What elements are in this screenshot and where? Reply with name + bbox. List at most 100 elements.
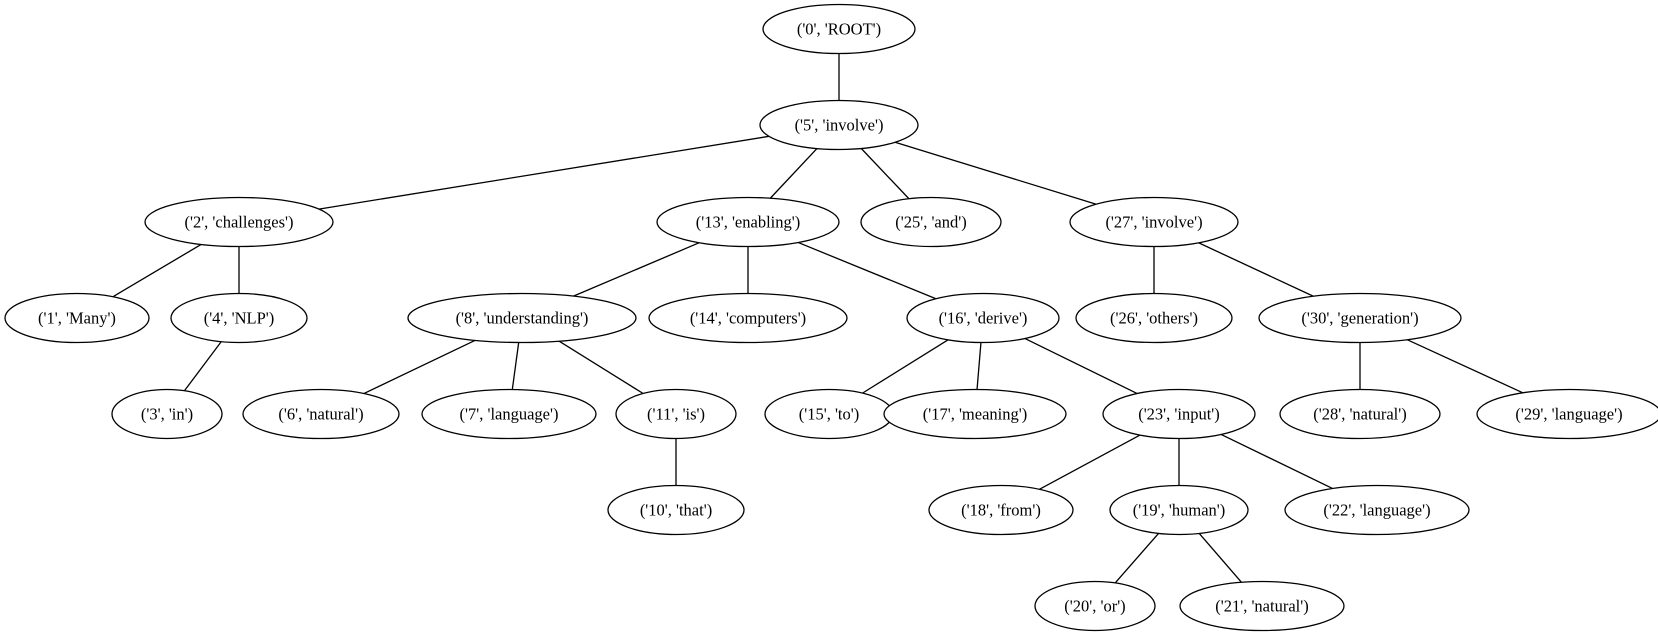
- node-ellipse: [1179, 580, 1345, 632]
- edge-16-17: [976, 342, 982, 390]
- tree-node-6: ('6', 'natural'): [242, 388, 400, 440]
- tree-node-26: ('26', 'others'): [1075, 292, 1233, 344]
- edge-5-2: [318, 135, 770, 210]
- node-label: ('2', 'challenges'): [184, 213, 293, 232]
- node-label: ('17', 'meaning'): [923, 405, 1027, 424]
- node-label: ('3', 'in'): [141, 405, 193, 424]
- node-ellipse: [421, 388, 597, 440]
- edge-23-22: [1220, 433, 1333, 490]
- node-label: ('11', 'is'): [647, 405, 705, 424]
- node-ellipse: [1102, 388, 1256, 440]
- tree-node-5: ('5', 'involve'): [759, 99, 919, 151]
- edge-16-15: [862, 339, 949, 394]
- tree-node-2: ('2', 'challenges'): [144, 196, 334, 248]
- node-label: ('15', 'to'): [799, 405, 859, 424]
- tree-node-8: ('8', 'understanding'): [407, 292, 637, 344]
- edges-layer: [112, 53, 1524, 584]
- node-label: ('7', 'language'): [460, 405, 559, 424]
- edge-5-13: [769, 148, 818, 199]
- node-label: ('10', 'that'): [640, 501, 712, 520]
- node-ellipse: [615, 388, 737, 440]
- node-ellipse: [1258, 292, 1462, 344]
- node-ellipse: [860, 196, 1002, 248]
- node-ellipse: [407, 292, 637, 344]
- tree-node-4: ('4', 'NLP'): [170, 292, 308, 344]
- node-ellipse: [906, 292, 1060, 344]
- edge-13-8: [573, 242, 700, 297]
- tree-node-22: ('22', 'language'): [1284, 484, 1470, 536]
- edge-27-30: [1198, 242, 1314, 297]
- node-label: ('30', 'generation'): [1301, 309, 1418, 328]
- node-label: ('5', 'involve'): [795, 116, 884, 135]
- tree-node-18: ('18', 'from'): [928, 484, 1074, 536]
- tree-node-30: ('30', 'generation'): [1258, 292, 1462, 344]
- node-label: ('21', 'natural'): [1215, 597, 1308, 616]
- node-ellipse: [1069, 196, 1239, 248]
- tree-node-29: ('29', 'language'): [1476, 388, 1658, 440]
- tree-node-11: ('11', 'is'): [615, 388, 737, 440]
- edge-2-1: [112, 243, 202, 298]
- node-label: ('0', 'ROOT'): [797, 20, 881, 39]
- tree-node-27: ('27', 'involve'): [1069, 196, 1239, 248]
- node-label: ('6', 'natural'): [278, 405, 363, 424]
- edge-30-29: [1406, 339, 1524, 394]
- tree-node-7: ('7', 'language'): [421, 388, 597, 440]
- node-ellipse: [170, 292, 308, 344]
- node-ellipse: [759, 99, 919, 151]
- tree-node-1: ('1', 'Many'): [4, 292, 150, 344]
- tree-node-14: ('14', 'computers'): [648, 292, 848, 344]
- node-label: ('23', 'input'): [1138, 405, 1220, 424]
- edge-5-27: [894, 141, 1097, 205]
- node-ellipse: [144, 196, 334, 248]
- tree-node-28: ('28', 'natural'): [1279, 388, 1441, 440]
- node-label: ('28', 'natural'): [1313, 405, 1406, 424]
- node-ellipse: [648, 292, 848, 344]
- node-label: ('8', 'understanding'): [456, 309, 589, 328]
- edge-8-6: [363, 339, 476, 395]
- node-ellipse: [762, 3, 916, 55]
- tree-node-25: ('25', 'and'): [860, 196, 1002, 248]
- edge-8-11: [558, 340, 644, 395]
- tree-node-17: ('17', 'meaning'): [883, 388, 1067, 440]
- node-ellipse: [242, 388, 400, 440]
- node-label: ('27', 'involve'): [1105, 213, 1202, 232]
- tree-node-19: ('19', 'human'): [1109, 484, 1249, 536]
- node-ellipse: [928, 484, 1074, 536]
- tree-node-21: ('21', 'natural'): [1179, 580, 1345, 632]
- node-label: ('25', 'and'): [895, 213, 966, 232]
- node-ellipse: [883, 388, 1067, 440]
- edge-19-21: [1198, 532, 1242, 583]
- node-ellipse: [1075, 292, 1233, 344]
- edge-5-25: [860, 148, 910, 200]
- node-label: ('19', 'human'): [1133, 501, 1226, 520]
- node-ellipse: [1109, 484, 1249, 536]
- node-ellipse: [1034, 580, 1156, 632]
- tree-node-23: ('23', 'input'): [1102, 388, 1256, 440]
- node-ellipse: [4, 292, 150, 344]
- nodes-layer: ('0', 'ROOT') ('5', 'involve') ('2', 'chal…: [4, 3, 1658, 632]
- edge-8-7: [511, 342, 520, 390]
- tree-node-10: ('10', 'that'): [607, 484, 745, 536]
- node-ellipse: [111, 388, 223, 440]
- node-label: ('29', 'language'): [1515, 405, 1622, 424]
- node-ellipse: [1476, 388, 1658, 440]
- tree-node-15: ('15', 'to'): [764, 388, 894, 440]
- edge-16-23: [1024, 337, 1138, 395]
- node-label: ('13', 'enabling'): [696, 213, 800, 232]
- node-label: ('4', 'NLP'): [204, 309, 275, 328]
- tree-node-16: ('16', 'derive'): [906, 292, 1060, 344]
- node-label: ('22', 'language'): [1323, 501, 1430, 520]
- edge-4-3: [183, 341, 222, 392]
- tree-node-20: ('20', 'or'): [1034, 580, 1156, 632]
- node-label: ('26', 'others'): [1110, 309, 1198, 328]
- edge-13-16: [797, 241, 937, 300]
- tree-node-3: ('3', 'in'): [111, 388, 223, 440]
- node-ellipse: [656, 196, 840, 248]
- tree-node-0: ('0', 'ROOT'): [762, 3, 916, 55]
- node-ellipse: [1279, 388, 1441, 440]
- node-label: ('16', 'derive'): [939, 309, 1028, 328]
- node-ellipse: [607, 484, 745, 536]
- node-label: ('14', 'computers'): [690, 309, 806, 328]
- node-label: ('20', 'or'): [1064, 597, 1125, 616]
